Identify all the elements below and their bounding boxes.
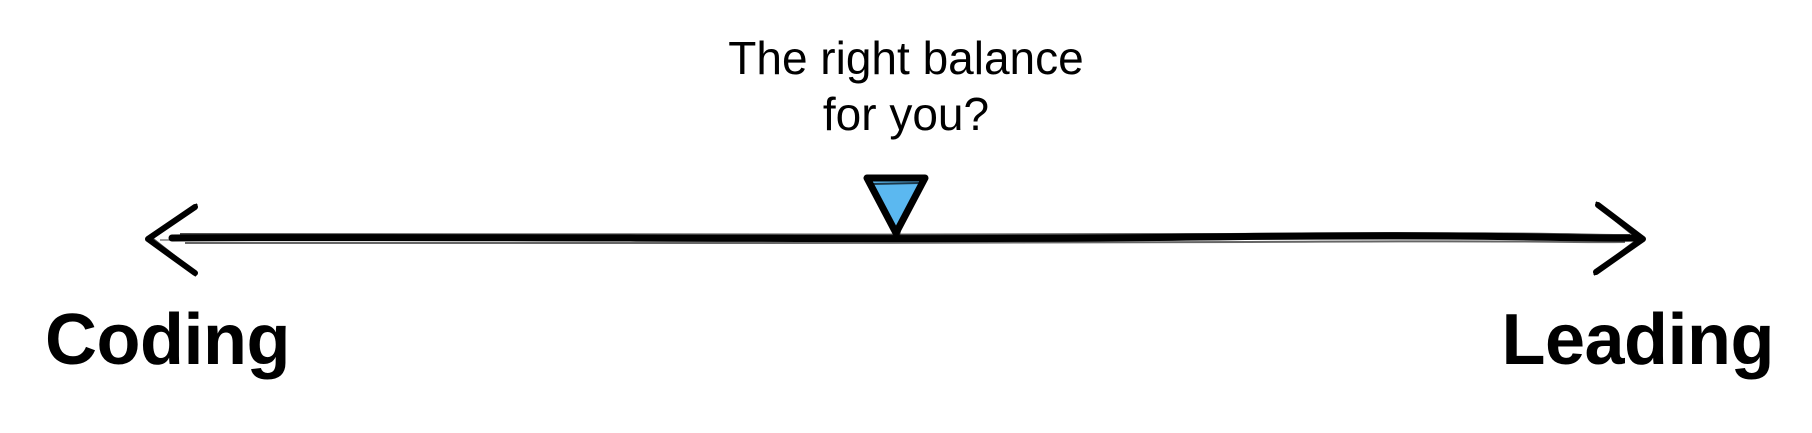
balance-caption: The right balance for you? bbox=[0, 30, 1812, 142]
right-arrow-icon bbox=[1593, 201, 1646, 276]
axis-line bbox=[168, 232, 1644, 243]
left-arrow-icon bbox=[145, 203, 198, 277]
coding-label: Coding bbox=[45, 300, 290, 380]
balance-marker-icon bbox=[863, 174, 929, 240]
axis-line-sketch-3 bbox=[159, 238, 1645, 241]
axis-line-sketch-1 bbox=[179, 232, 1631, 236]
caption-line-1: The right balance bbox=[728, 32, 1084, 84]
leading-label: Leading bbox=[1501, 300, 1774, 380]
spectrum-axis bbox=[145, 201, 1646, 277]
caption-line-2: for you? bbox=[822, 88, 990, 140]
axis-line-sketch-2 bbox=[184, 240, 1626, 244]
